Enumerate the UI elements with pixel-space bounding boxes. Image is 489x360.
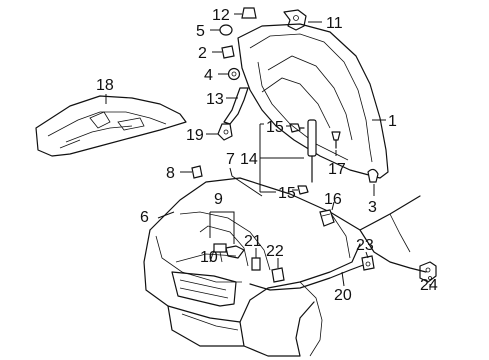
insulation-pad bbox=[35, 95, 187, 157]
callout-18: 18 bbox=[96, 77, 114, 94]
leader-6 bbox=[157, 211, 175, 219]
callout-19: 19 bbox=[186, 127, 204, 144]
callout-2: 2 bbox=[198, 45, 207, 62]
latch-striker bbox=[217, 123, 233, 141]
hood-switch bbox=[271, 267, 285, 283]
callout-20: 20 bbox=[334, 287, 352, 304]
callout-6: 6 bbox=[140, 209, 149, 226]
latch-bracket bbox=[251, 257, 261, 271]
callout-13: 13 bbox=[206, 91, 224, 108]
callout-16: 16 bbox=[324, 191, 342, 208]
release-handle bbox=[319, 209, 335, 227]
leader-23 bbox=[365, 251, 369, 259]
leader-10 bbox=[209, 249, 215, 263]
callout-7: 7 bbox=[226, 151, 235, 168]
callout-24: 24 bbox=[420, 277, 438, 294]
leader-7 bbox=[229, 167, 263, 197]
release-cable bbox=[249, 255, 375, 291]
leader-9-bracket bbox=[209, 211, 235, 244]
hood-latch bbox=[213, 243, 245, 263]
support-strut bbox=[289, 119, 317, 195]
vehicle-front-body bbox=[143, 177, 427, 357]
callout-15a: 15 bbox=[266, 119, 284, 136]
clip bbox=[191, 165, 203, 179]
callout-14: 14 bbox=[240, 151, 258, 168]
callout-22: 22 bbox=[266, 243, 284, 260]
rubber-bumper bbox=[367, 168, 379, 183]
callout-11: 11 bbox=[326, 15, 343, 32]
callout-1: 1 bbox=[388, 113, 397, 130]
callout-15b: 15 bbox=[278, 185, 296, 202]
side-hinge bbox=[419, 261, 437, 283]
grommet bbox=[219, 24, 233, 36]
leader-20 bbox=[341, 271, 345, 287]
nut bbox=[227, 67, 241, 81]
callout-12: 12 bbox=[212, 7, 230, 24]
callout-8: 8 bbox=[166, 165, 175, 182]
latch-pin bbox=[331, 131, 341, 149]
callout-17: 17 bbox=[328, 161, 346, 178]
callout-23: 23 bbox=[356, 237, 374, 254]
callout-4: 4 bbox=[204, 67, 213, 84]
callout-10: 10 bbox=[200, 249, 218, 266]
plug bbox=[221, 45, 235, 59]
callout-3: 3 bbox=[368, 199, 377, 216]
leader-16 bbox=[331, 201, 335, 211]
callout-5: 5 bbox=[196, 23, 205, 40]
callout-21: 21 bbox=[244, 233, 262, 250]
release-bracket bbox=[223, 87, 249, 125]
hood-panel bbox=[237, 23, 389, 179]
callout-9: 9 bbox=[214, 191, 223, 208]
hood-hinge bbox=[283, 9, 307, 31]
bump-stop bbox=[241, 7, 257, 19]
